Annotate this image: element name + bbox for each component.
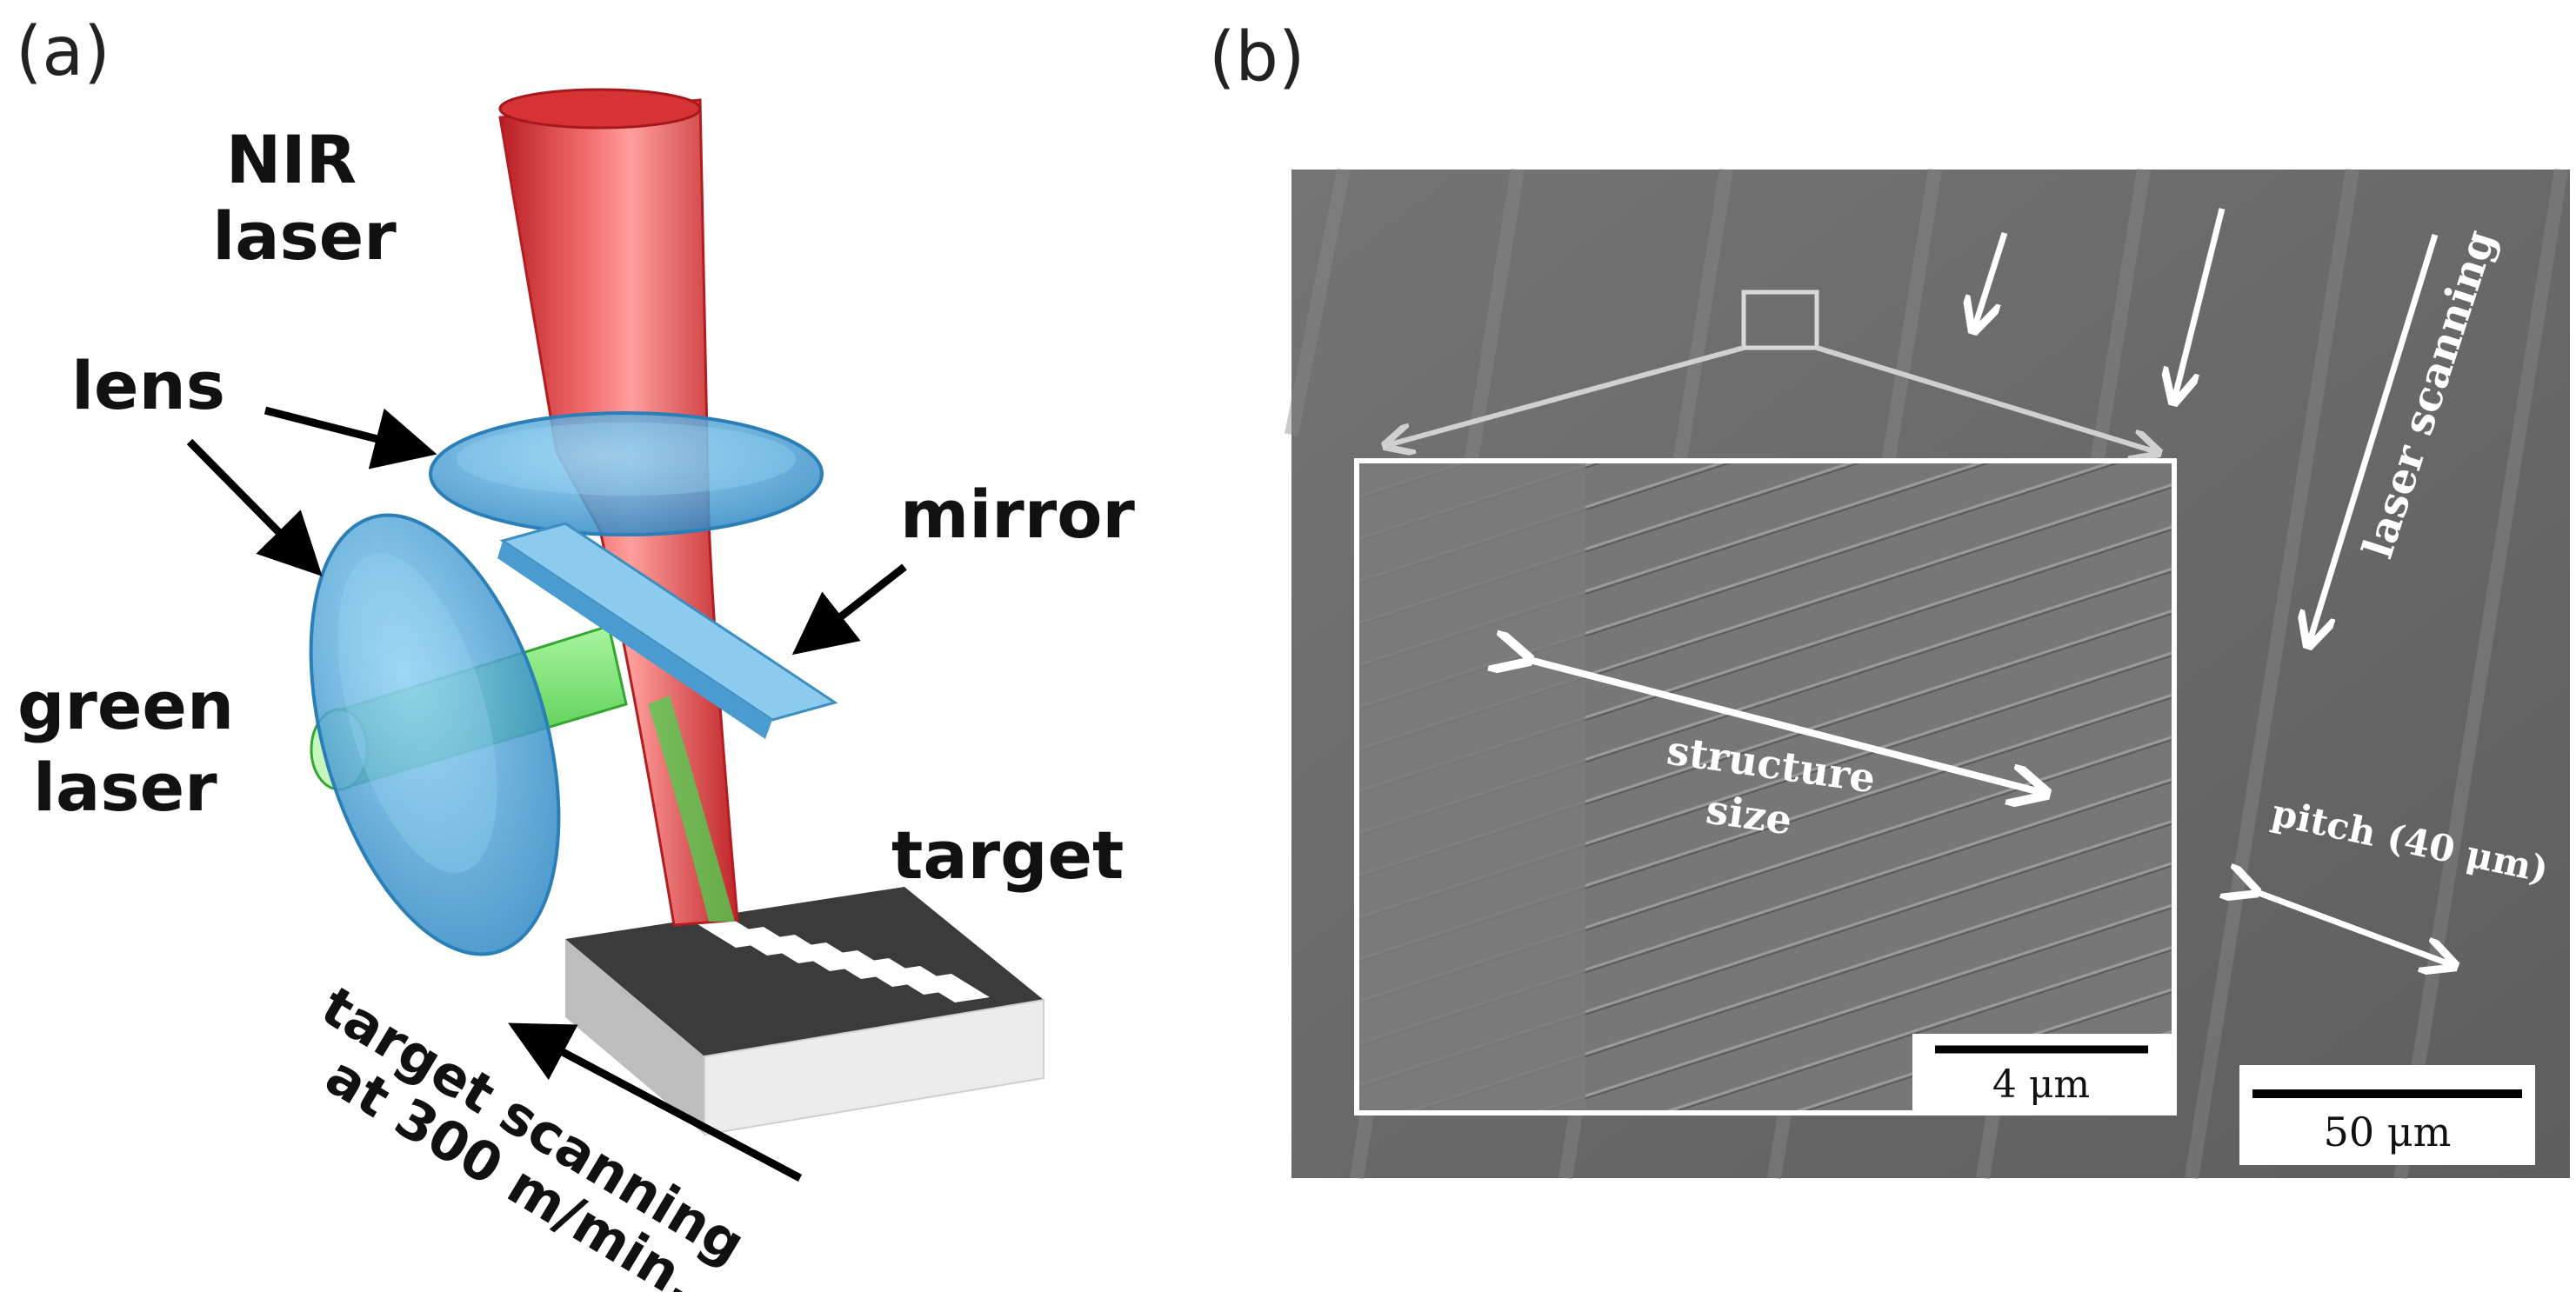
mirror <box>497 522 838 739</box>
lens-top <box>429 411 824 536</box>
lens-left <box>309 513 561 956</box>
scan-arrow-3 <box>2309 233 2439 643</box>
inset-scale-label: 4 μm <box>1992 1062 2090 1107</box>
scan-arrow-2 <box>2174 208 2226 400</box>
panel-b: (b) 4 μm structure size <box>1209 18 2570 1180</box>
scan-direction-arrows <box>1974 208 2439 643</box>
main-scale-box <box>2239 1065 2535 1165</box>
zoom-guide-left <box>1387 345 1745 445</box>
target-block <box>565 887 1044 1136</box>
scanning-arrow <box>508 1022 803 1182</box>
panel-b-label: (b) <box>1209 18 1305 97</box>
callout-arrows <box>186 406 907 1182</box>
green-laser-label-line2: laser <box>33 749 217 826</box>
zoom-guide-right <box>1816 345 2157 452</box>
panel-a: (a) <box>16 13 1135 1292</box>
green-laser-label-line1: green <box>17 667 234 744</box>
target-label: target <box>891 816 1124 894</box>
target-slits <box>697 919 990 1002</box>
pitch-arrow <box>2254 891 2453 965</box>
nir-laser-label-line2: laser <box>212 197 397 275</box>
nir-laser-label-line1: NIR <box>226 121 357 198</box>
panel-a-label: (a) <box>16 13 110 91</box>
lens-arrow-2 <box>186 438 323 576</box>
mirror-label: mirror <box>900 476 1135 553</box>
main-scale-label: 50 μm <box>2324 1109 2452 1155</box>
zoom-region-box <box>1741 290 1819 350</box>
scan-arrow-1 <box>1974 231 2008 329</box>
lens-label: lens <box>71 347 225 424</box>
mirror-arrow <box>791 563 907 656</box>
structure-size-arrow <box>1526 659 2044 793</box>
lens-arrow-1 <box>264 406 437 470</box>
